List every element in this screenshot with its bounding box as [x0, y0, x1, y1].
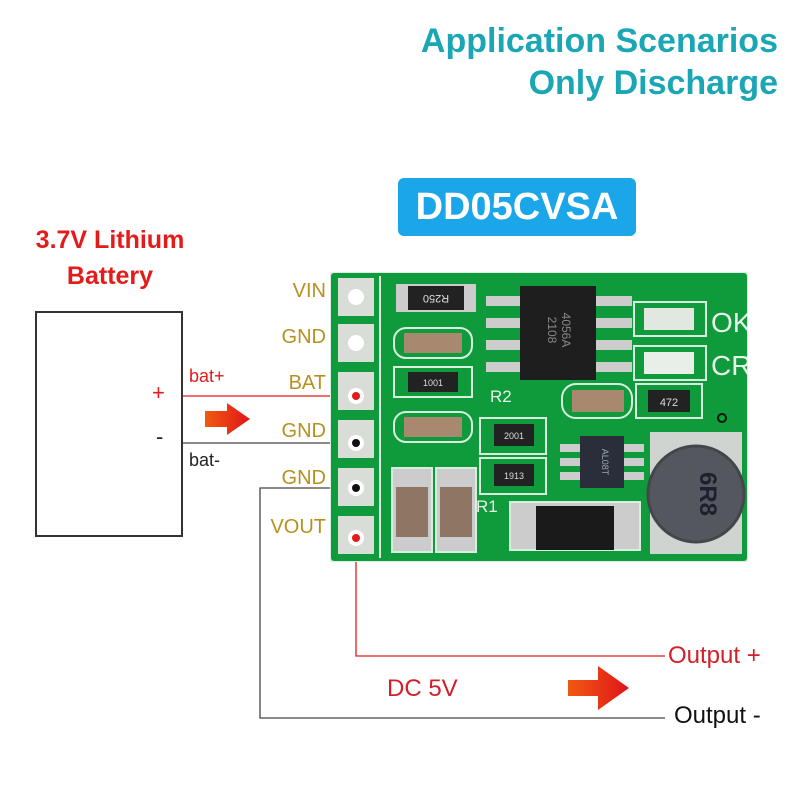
- dot-gnd-2: [352, 439, 360, 447]
- wire-label-bat-minus: bat-: [189, 450, 221, 470]
- dot-vout: [352, 534, 360, 542]
- battery-title-line1: 3.7V Lithium: [35, 226, 185, 254]
- dot-gnd-3: [352, 484, 360, 492]
- resistor-r250: [408, 286, 464, 310]
- cap-outline-2: [393, 411, 473, 443]
- pin-label-vin: VIN: [292, 280, 326, 302]
- wire-output-minus: [259, 487, 665, 719]
- text-r250: R250: [423, 292, 449, 304]
- arrow-battery-to-module: [205, 403, 250, 435]
- via: [717, 413, 727, 423]
- text-1913: 1913: [504, 471, 524, 481]
- output-voltage-label: DC 5V: [387, 675, 458, 702]
- battery-minus-sign: -: [156, 424, 164, 449]
- resistor-2001-outline: [479, 417, 547, 455]
- led-cr: [644, 352, 694, 374]
- ic-al08t: AL08T: [560, 436, 644, 488]
- capacitor-2: [404, 417, 462, 437]
- output-minus-label: Output -: [674, 702, 761, 729]
- wire-label-bat-plus: bat+: [189, 366, 225, 386]
- text-6r8: 6R8: [694, 472, 721, 516]
- cap-outline-1: [393, 327, 473, 359]
- battery-plus-sign: +: [152, 380, 165, 405]
- hole-gnd-1: [348, 335, 364, 351]
- capacitor-1: [404, 333, 462, 353]
- silk-r1: R1: [476, 497, 498, 516]
- svg-text:2108: 2108: [545, 317, 559, 344]
- led-ok: [644, 308, 694, 330]
- resistor-2001: [494, 424, 534, 446]
- text-2001: 2001: [504, 431, 524, 441]
- silk-cr: CR: [711, 350, 748, 381]
- dot-bat: [352, 392, 360, 400]
- text-472: 472: [660, 397, 678, 409]
- resistor-1913: [494, 464, 534, 486]
- pin-pads: [338, 276, 381, 558]
- silk-r2: R2: [490, 387, 512, 406]
- res-outline-1001: [393, 366, 473, 398]
- diode: [536, 506, 614, 550]
- resistor-472-outline: [635, 383, 703, 419]
- ic-4056a: 4056A 2108: [486, 286, 632, 380]
- svg-text:4056A: 4056A: [559, 313, 573, 348]
- inductor: [646, 444, 746, 544]
- capacitor-large-1: [396, 487, 428, 537]
- pin-label-vout: VOUT: [270, 516, 326, 538]
- pin-label-gnd-1: GND: [281, 326, 326, 348]
- text-1001: 1001: [423, 378, 443, 388]
- resistor-472: [648, 390, 690, 412]
- led-cr-outline: [633, 345, 707, 381]
- model-badge: DD05CVSA: [398, 178, 636, 236]
- battery-title-line2: Battery: [66, 262, 154, 290]
- title-application-scenarios: Application Scenarios: [420, 22, 778, 60]
- svg-text:AL08T: AL08T: [600, 449, 610, 476]
- wire-output-plus: [355, 540, 665, 657]
- pin-label-gnd-3: GND: [281, 467, 326, 489]
- cap-outline-3: [561, 383, 633, 419]
- pin-label-bat: BAT: [288, 372, 326, 394]
- arrow-output: [568, 666, 629, 710]
- resistor-1001: [408, 372, 458, 392]
- battery-box: [35, 311, 183, 537]
- capacitor-3: [572, 390, 624, 412]
- pcb-module: R250 1001 4056A 2108 OK CR 472 R2 2001 1…: [330, 272, 748, 562]
- output-plus-label: Output +: [668, 642, 761, 669]
- pin-label-gnd-2: GND: [281, 420, 326, 442]
- title-only-discharge: Only Discharge: [528, 64, 778, 102]
- resistor-1913-outline: [479, 457, 547, 495]
- silk-ok: OK: [711, 307, 748, 338]
- hole-vin: [348, 289, 364, 305]
- led-ok-outline: [633, 301, 707, 337]
- capacitor-large-2: [440, 487, 472, 537]
